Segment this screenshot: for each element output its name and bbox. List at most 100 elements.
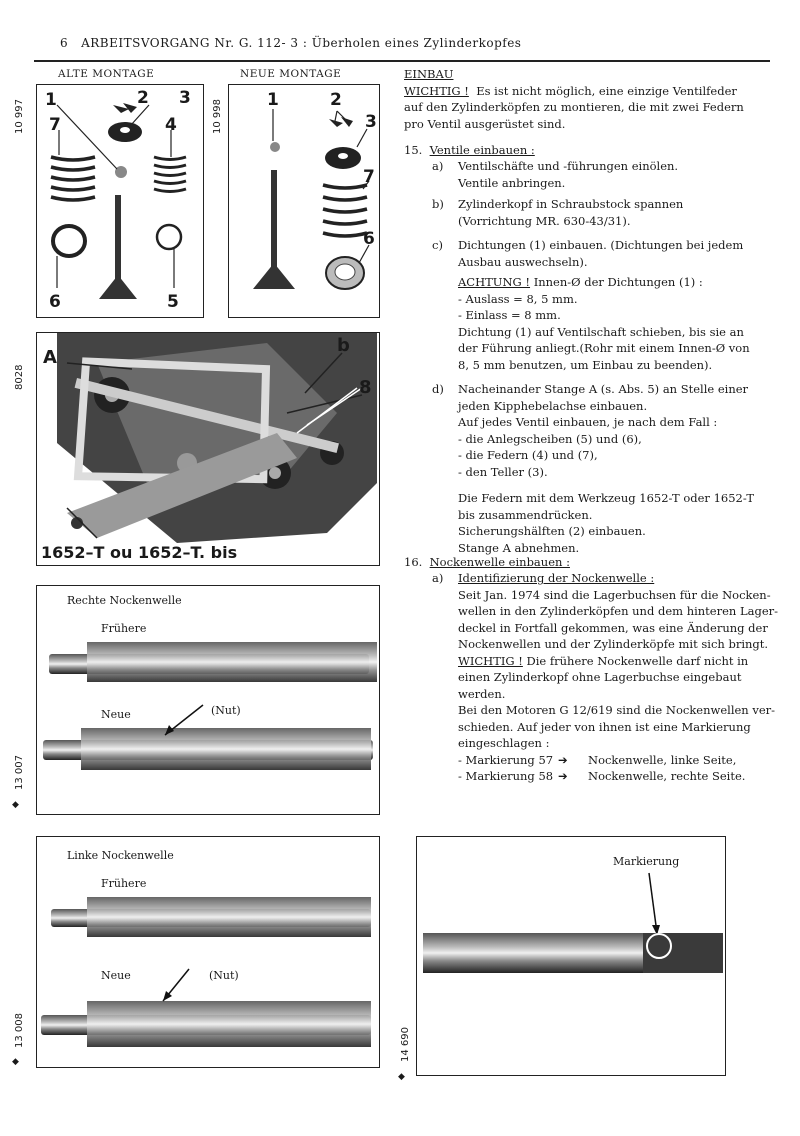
step-a: a) Ventilschäfte und -führungen einölen.…: [432, 158, 792, 191]
step-letter: a): [432, 571, 444, 585]
step-line: - den Teller (3).: [458, 464, 548, 479]
callout-7: 6: [363, 229, 375, 249]
bullet-diamond: ◆: [398, 1072, 405, 1082]
step-line: 8, 5 mm benutzen, um Einbau zu beenden).: [458, 357, 713, 372]
section-16: 16. Nockenwelle einbauen :: [404, 554, 784, 571]
marking-arrow-icon: [646, 872, 672, 959]
wichtig-label: WICHTIG !: [458, 653, 523, 668]
cylinder-head-photo: A b 8 1652–T ou 1652–T. bis: [36, 332, 380, 566]
section-number: 16.: [404, 555, 423, 569]
step-letter: c): [432, 238, 443, 252]
left-cam-title: Linke Nockenwelle: [67, 849, 174, 862]
callout-2: 2: [137, 88, 149, 108]
earlier-camshaft-body: [87, 642, 377, 682]
step-title: Identifizierung der Nockenwelle :: [458, 571, 655, 585]
left-cam-ref: 13 008: [14, 1013, 25, 1048]
section-title: Nockenwelle einbauen :: [429, 555, 570, 569]
marking-label: Markierung: [613, 855, 680, 868]
section-15: 15. Ventile einbauen :: [404, 142, 784, 159]
step-line: deckel in Fortfall gekommen, was eine Än…: [458, 620, 768, 635]
nut-arrow-icon: [164, 704, 204, 736]
step-line: Seit Jan. 1974 sind die Lagerbuchsen für…: [458, 587, 771, 602]
callout-2: 2: [330, 90, 342, 110]
left-cam-new-label: Neue: [101, 969, 131, 982]
step-line: Dichtung (1) auf Ventilschaft schieben, …: [458, 324, 744, 339]
step-line: Auf jedes Ventil einbauen, je nach dem F…: [458, 415, 718, 429]
step-line: Sicherungshälften (2) einbauen.: [458, 524, 646, 538]
right-cam-nut-label: (Nut): [211, 704, 241, 717]
head-photo-ref: 8028: [14, 364, 25, 390]
section-title: Ventile einbauen :: [429, 143, 535, 157]
wichtig-label: WICHTIG !: [404, 83, 469, 98]
cylinder-head-image: [37, 333, 378, 564]
page-number: 6: [60, 36, 69, 50]
right-cam-ref: 13 007: [14, 755, 25, 790]
bullet-diamond: ◆: [12, 1057, 19, 1067]
step-line: Ventile anbringen.: [458, 175, 566, 190]
step-line: Dichtungen (1) einbauen. (Dichtungen bei…: [458, 238, 744, 252]
step-line: bis zusammendrücken.: [458, 507, 593, 522]
step-line: Die Federn mit dem Werkzeug 1652-T oder …: [458, 491, 754, 505]
step-b: b) Zylinderkopf in Schraubstock spannen (…: [432, 196, 792, 229]
step-line: Nacheinander Stange A (s. Abs. 5) an Ste…: [458, 382, 749, 396]
callout-5: 5: [167, 292, 179, 312]
step-line: schieden. Auf jeder von ihnen ist eine M…: [458, 719, 751, 734]
step-line: - Auslass = 8, 5 mm.: [458, 291, 578, 306]
step-line: Stange A abnehmen.: [458, 540, 580, 555]
callout-1: 1: [45, 90, 57, 110]
wichtig-line: Es ist nicht möglich, eine einzige Venti…: [476, 83, 737, 98]
step-line: jeden Kipphebelachse einbauen.: [458, 398, 648, 413]
tool-caption: 1652–T ou 1652–T. bis: [39, 543, 240, 562]
left-camshaft-photo: Linke Nockenwelle Frühere Neue (Nut): [36, 836, 380, 1068]
camshaft-dark-end: [643, 933, 723, 973]
arrow-right-icon: ➔: [558, 769, 568, 783]
step-line: Bei den Motoren G 12/619 sind die Nocken…: [458, 703, 776, 717]
step-letter: a): [432, 159, 444, 173]
right-cam-new-label: Neue: [101, 708, 131, 721]
callout-A: A: [43, 347, 57, 368]
step-letter: b): [432, 197, 444, 211]
new-assembly-diagram: 1 2 3 7 6: [228, 84, 380, 318]
nut-arrow-icon: [162, 968, 190, 1002]
new-diagram-ref: 10 998: [212, 99, 223, 134]
callout-7: 7: [49, 115, 61, 135]
achtung-label: ACHTUNG !: [458, 275, 531, 289]
step-line: Die frühere Nockenwelle darf nicht in: [526, 653, 749, 668]
step-line: - die Anlegscheiben (5) und (6),: [458, 431, 642, 446]
old-diagram-ref: 10 997: [14, 99, 25, 134]
left-cam-nut-label: (Nut): [209, 969, 239, 982]
callout-1: 1: [267, 90, 279, 110]
marking-photo-ref: 14 690: [400, 1027, 411, 1062]
callout-4: 4: [165, 115, 177, 135]
step-line: (Vorrichtung MR. 630-43/31).: [458, 213, 631, 228]
step-letter: d): [432, 382, 444, 396]
old-assembly-label: ALTE MONTAGE: [58, 68, 155, 80]
bullet-diamond: ◆: [12, 800, 19, 810]
step-line: Innen-Ø der Dichtungen (1) :: [533, 275, 703, 289]
header-rule: [34, 60, 770, 62]
callout-3: 3: [179, 88, 191, 108]
old-assembly-diagram: 1 2 3 4 5 6 7: [36, 84, 204, 318]
step-line: - die Federn (4) und (7),: [458, 448, 598, 462]
page-title: ARBEITSVORGANG Nr. G. 112- 3 : Überholen…: [81, 36, 522, 50]
earlier-camshaft-body: [87, 897, 371, 937]
step-line: der Führung anliegt.(Rohr mit einem Inne…: [458, 341, 750, 355]
left-cam-earlier-label: Frühere: [101, 877, 147, 890]
arrow-right-icon: ➔: [558, 752, 568, 767]
marking-58-meaning: Nockenwelle, rechte Seite.: [588, 769, 746, 783]
section-einbau: EINBAU: [404, 67, 454, 81]
wichtig-line: auf den Zylinderköpfen zu montieren, die…: [404, 100, 744, 114]
page-header: 6 ARBEITSVORGANG Nr. G. 112- 3 : Überhol…: [60, 36, 521, 50]
step-d: d) Nacheinander Stange A (s. Abs. 5) an …: [432, 381, 792, 556]
camshaft-marking-photo: Markierung: [416, 836, 726, 1076]
step-line: Zylinderkopf in Schraubstock spannen: [458, 197, 684, 211]
callout-6: 7: [363, 167, 375, 187]
marking-57-meaning: Nockenwelle, linke Seite,: [588, 752, 737, 767]
new-camshaft-body: [81, 728, 371, 770]
step-line: Ausbau auswechseln).: [458, 254, 588, 269]
step-line: einen Zylinderkopf ohne Lagerbuchse eing…: [458, 670, 742, 701]
callout-8: 8: [359, 377, 372, 398]
step-line: eingeschlagen :: [458, 736, 550, 750]
marking-58: - Markierung 58: [458, 769, 554, 783]
right-cam-title: Rechte Nockenwelle: [67, 594, 182, 607]
